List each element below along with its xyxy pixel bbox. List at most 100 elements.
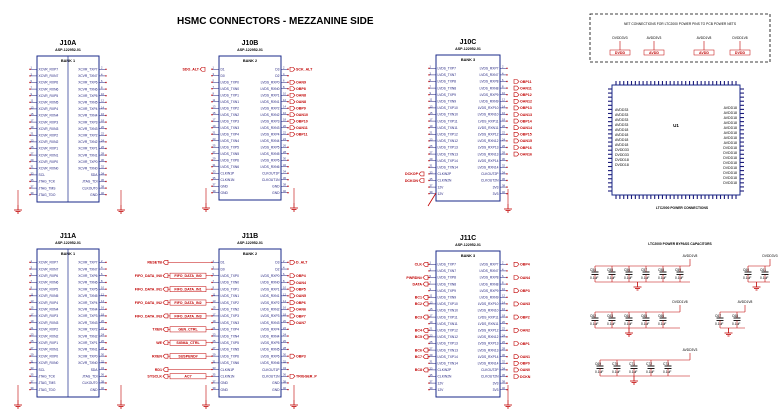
cap-value: 0.1uF [743,276,751,280]
cap-value: 0.1uF [629,370,637,374]
pin-label: GND [272,381,280,385]
pin-end-dot [211,81,213,83]
pin-label: 3V3 [493,381,499,385]
pin-label: LVDS_RXP0 [261,274,280,278]
net-flag-icon [289,353,296,359]
pin-end-dot [428,179,430,182]
net-flag-icon [513,125,520,130]
pin-number: 18 [101,312,104,316]
pin-number: 5 [430,274,432,278]
pin-number: 25 [213,339,216,343]
pin-label: CLKOUT1P [262,368,280,372]
net-label: PWRDN# [406,276,422,280]
rail-name: AVDD3V3 [683,348,698,352]
pin-end-dot [211,146,213,148]
pin-label: XCVR_TXN7 [78,267,98,271]
pin-number: 10 [101,92,104,96]
pin-label: XCVR_TXN4 [78,307,98,311]
pin-number: 32 [502,164,505,168]
net-label: BC3 [415,315,422,319]
pin-number: 15 [213,111,216,115]
pin-label: XCVR_TXN3 [78,127,98,131]
net-flag-j11b: TXEN [152,327,169,332]
pin-number: 36 [283,373,286,377]
pin-number: 35 [430,177,433,181]
net-flag-j10c: OBP16 [513,145,532,150]
pin-end-dot [211,153,213,155]
pin-end-dot [506,375,508,378]
pin-end-dot [29,88,31,90]
pin-end-dot [29,81,31,84]
pin-number: 12 [101,99,104,103]
pin-number: 22 [101,326,104,330]
net-flag-icon [422,334,429,340]
net-label: OAN5 [296,294,306,298]
pin-label: XCVR_RXN5 [39,101,59,105]
pin-number: 38 [283,379,286,383]
pin-end-dot [287,382,289,384]
net-label: BC7 [415,355,422,359]
pin-label: LVDS_RXP13 [478,146,499,150]
pin-label: 12V [438,192,445,196]
pin-end-dot [211,321,213,324]
pin-end-dot [105,147,107,150]
u1-pin-label: DVDD18 [723,146,737,150]
pin-number: 10 [502,91,505,95]
pin-label: XCVR_TXP6 [78,81,97,85]
pin-label: CLKIN2N [438,179,453,183]
cap-ref: C56 [624,268,630,272]
pin-end-dot [105,121,107,123]
net-label: SDO_ALT [182,68,199,72]
pin-label: XCVR_RXP7 [39,68,59,72]
pin-label: LVDS_RXP7 [480,263,499,267]
pin-number: 39 [430,190,433,194]
net-flag-j11b: SYSCLK [147,373,169,379]
net-label: OAN4 [296,281,306,285]
pin-end-dot [29,108,31,110]
pin-number: 9 [430,287,432,291]
inner-net-box [169,353,207,359]
pin-end-dot [287,355,289,357]
pin-end-dot [105,261,107,264]
pin-label: LVDS_RXN4 [261,334,280,338]
pin-label: XCVR_RXN3 [39,321,59,325]
pin-label: LVDS_TXP4 [221,328,240,332]
pin-number: 27 [430,347,433,351]
u1-pin-label: AVDD33 [615,118,628,122]
u1-pin-label: DVDD18 [723,181,737,185]
pin-number: 8 [283,85,285,89]
net-flag-icon [513,132,520,137]
pin-end-dot [211,133,213,135]
pin-label: XCVR_RXP4 [39,107,59,111]
pin-label: LVDS_RXN9 [480,296,499,300]
net-flag-icon [513,151,520,157]
pin-label: CLKIN2P [438,368,453,372]
pin-end-dot [105,355,107,357]
net-label: OBP3 [520,289,530,293]
pin-end-dot [105,187,107,189]
ground-symbol [117,190,125,214]
pin-label: D2 [275,267,279,271]
net-label: OBP8 [296,87,306,91]
pin-end-dot [506,362,508,364]
pin-number: 12 [283,98,286,102]
pin-number: 20 [101,125,104,129]
pin-end-dot [211,172,213,174]
cap-ref: C61 [760,268,766,272]
u1-pin-label: DVDD33 [615,148,629,152]
net-flag-j11c-right: OBP3 [513,288,530,294]
u1-pin-label: AVDD18 [724,136,737,140]
net-label: OAN4 [520,276,530,280]
pin-label: LVDS_TXN8 [438,282,457,286]
pin-label: GND [272,388,280,392]
pin-number: 16 [502,307,505,311]
pin-label: LVDS_RXP13 [478,342,499,346]
pin-label: LVDS_TXP9 [438,289,457,293]
net-flag-icon [289,306,296,312]
pin-label: LVDS_RXN5 [261,348,280,352]
pin-label: LVDS_RXP9 [480,289,499,293]
net-label: OBP1 [520,342,530,346]
net-label: OBP15 [520,133,532,137]
net-label: OBP4 [296,274,306,278]
